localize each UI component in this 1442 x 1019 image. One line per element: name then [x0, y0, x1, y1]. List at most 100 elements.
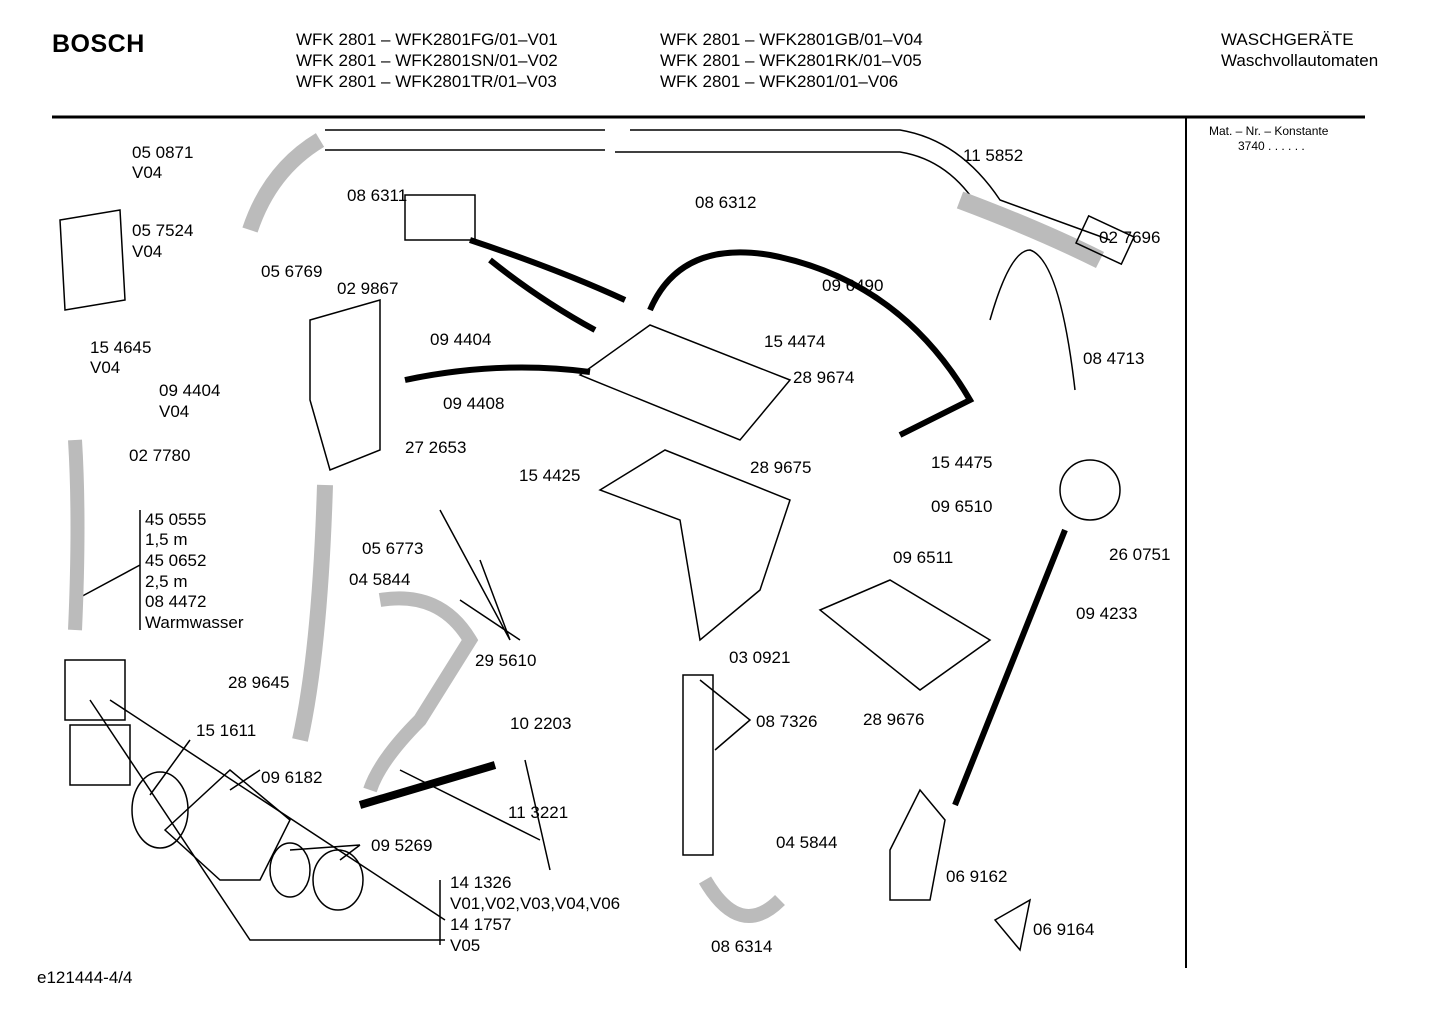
part-label: 09 6511 [893, 548, 954, 567]
category: WASCHGERÄTE [1221, 30, 1354, 49]
part-label: 28 9675 [750, 458, 812, 477]
bosch-logo: BOSCH [52, 30, 145, 58]
part-label: 03 0921 [729, 648, 791, 667]
filter-14-1326 [312, 849, 364, 911]
part-label: V04 [132, 242, 163, 261]
part-label: 08 6312 [695, 193, 757, 212]
part-label: 09 4404 [159, 381, 221, 400]
part-label: 08 4472 [145, 592, 207, 611]
seal-09-5269 [269, 842, 311, 898]
subcategory: Waschvollautomaten [1221, 51, 1379, 70]
drawing-id: e121444-4/4 [37, 968, 133, 987]
hose-09-4408 [404, 364, 591, 383]
part-label: 15 4645 [90, 338, 152, 357]
model-line: WFK 2801 – WFK2801TR/01–V03 [296, 72, 557, 91]
part-label: 09 6490 [822, 276, 884, 295]
hose-09-6490 [647, 249, 975, 438]
hose-corrugated-right [956, 191, 1105, 269]
part-label: 05 6769 [261, 262, 323, 281]
part-label: 02 7696 [1099, 228, 1161, 247]
drawer-28-9676 [818, 579, 992, 691]
part-label: 15 1611 [196, 721, 257, 740]
cover-28-9674 [578, 324, 792, 441]
hose-corrugated [242, 133, 325, 233]
part-label: 05 0871 [132, 143, 194, 162]
part-label: 14 1326 [450, 873, 512, 892]
part-label: 04 5844 [349, 570, 411, 589]
part-label: V04 [159, 402, 190, 421]
model-line: WFK 2801 – WFK2801RK/01–V05 [660, 51, 922, 70]
part-label: 15 4425 [519, 466, 581, 485]
part-label: 28 9645 [228, 673, 290, 692]
part-label: 45 0555 [145, 510, 207, 529]
part-label: 26 0751 [1109, 545, 1171, 564]
part-label: 08 7326 [756, 712, 818, 731]
part-label: 29 5610 [475, 651, 537, 670]
part-label: V05 [450, 936, 481, 955]
part-label: 02 7780 [129, 446, 191, 465]
part-label: 09 4408 [443, 394, 505, 413]
model-line: WFK 2801 – WFK2801FG/01–V01 [296, 30, 558, 49]
clamp-08-4713 [989, 249, 1076, 391]
pump-housing-09-6182 [163, 769, 291, 881]
part-label: 2,5 m [145, 572, 188, 591]
part-label: 1,5 m [145, 530, 188, 549]
pump [69, 724, 131, 786]
part-label: 08 4713 [1083, 349, 1145, 368]
part-label: 08 6311 [347, 186, 408, 205]
part-label: 10 2203 [510, 714, 572, 733]
leader-29-5610 [439, 509, 521, 641]
part-outlines [59, 129, 1135, 952]
part-label: 02 9867 [337, 279, 399, 298]
part-label: 09 6182 [261, 768, 323, 787]
part-label: 11 3221 [508, 803, 569, 822]
part-label: 28 9674 [793, 368, 855, 387]
part-label: 05 7524 [132, 221, 194, 240]
bracket-06-9162 [889, 788, 946, 901]
part-label: 14 1757 [450, 915, 512, 934]
part-label: V04 [90, 358, 121, 377]
hose-10-2203 [358, 761, 497, 809]
model-line: WFK 2801 – WFK2801/01–V06 [660, 72, 899, 91]
part-label: 45 0652 [145, 551, 207, 570]
part-label: 27 2653 [405, 438, 467, 457]
part-label: Warmwasser [145, 613, 244, 632]
part-label: V01,V02,V03,V04,V06 [450, 894, 621, 913]
part-label: 06 9164 [1033, 920, 1095, 939]
part-label: 15 4475 [931, 453, 993, 472]
pressure-switch-26-0751 [1059, 459, 1121, 521]
seal-15-1611 [131, 771, 189, 849]
part-label: 09 4233 [1076, 604, 1138, 623]
part-label: 11 5852 [963, 146, 1024, 165]
hose-09-4404 [469, 237, 627, 333]
hose-11-5852 [325, 129, 1111, 241]
leader-drain-hose [74, 510, 141, 630]
part-label: 15 4474 [764, 332, 826, 351]
mat-nr-value: 3740 . . . . . . [1238, 139, 1305, 153]
leader-08-7326 [699, 679, 752, 751]
leader-lines [89, 699, 446, 945]
hose-28-9645 [292, 484, 333, 742]
mat-nr-title: Mat. – Nr. – Konstante [1209, 124, 1329, 138]
part-label: 06 9162 [946, 867, 1008, 886]
model-line: WFK 2801 – WFK2801SN/01–V02 [296, 51, 558, 70]
cover-05-7524 [59, 209, 126, 311]
drain-hose [68, 439, 85, 631]
valve-08-6311 [404, 194, 476, 241]
rod-11-3221 [399, 759, 551, 871]
part-06-9164 [993, 898, 1032, 952]
part-label: 09 6510 [931, 497, 993, 516]
part-label: V04 [132, 163, 163, 182]
hose-09-4233 [952, 528, 1068, 807]
tank-27-2653 [309, 299, 381, 472]
part-label: 04 5844 [776, 833, 838, 852]
part-label: 09 4404 [430, 330, 492, 349]
bellows-29-5610 [363, 591, 479, 793]
part-label: 08 6314 [711, 937, 773, 956]
part-label: 28 9676 [863, 710, 925, 729]
housing-28-9675 [598, 449, 791, 642]
part-label: 05 6773 [362, 539, 424, 558]
elbow-08-6314 [698, 876, 785, 923]
